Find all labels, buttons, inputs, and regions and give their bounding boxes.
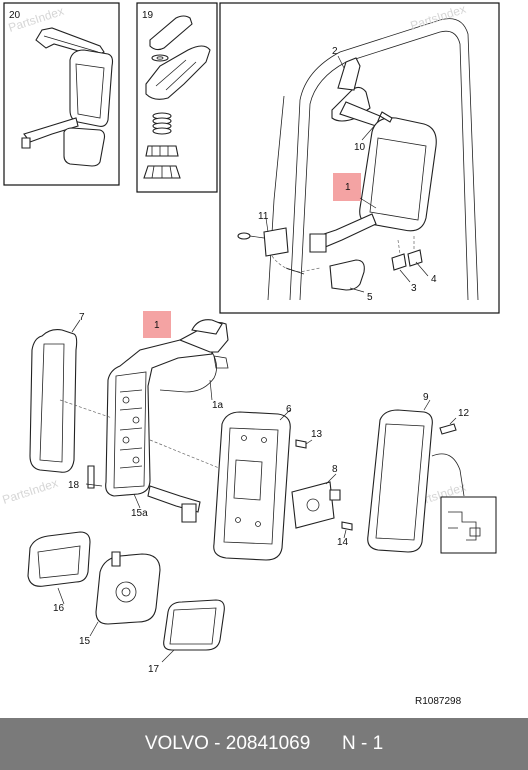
label-15: 15: [79, 636, 91, 647]
part-info-footer: VOLVO - 20841069 N - 1: [0, 718, 528, 770]
label-6: 6: [286, 404, 292, 415]
footer-part-number: 20841069: [225, 733, 311, 754]
footer-separator: -: [214, 733, 221, 754]
label-16: 16: [53, 603, 65, 614]
label-18: 18: [68, 480, 80, 491]
label-9: 9: [423, 392, 429, 403]
highlight-box-top: [333, 173, 361, 201]
label-17: 17: [148, 664, 160, 675]
label-20: 20: [9, 10, 21, 21]
label-15a: 15a: [131, 508, 148, 519]
label-1a: 1a: [212, 400, 224, 411]
inset-19: 19: [136, 2, 218, 193]
footer-brand: VOLVO: [144, 733, 209, 754]
footer-position: N - 1: [342, 733, 384, 754]
label-11: 11: [258, 211, 269, 222]
label-13: 13: [311, 429, 323, 440]
label-4: 4: [431, 274, 437, 285]
exploded-view: 7 1a 1 18 15a: [27, 311, 497, 675]
inset-cab: 1 2 10 11 4 3 5: [219, 2, 500, 314]
label-1-main: 1: [154, 320, 160, 331]
label-2: 2: [332, 46, 338, 57]
highlight-box-main: [143, 311, 171, 338]
watermark-3: PartsIndex: [1, 476, 60, 507]
spring: [152, 112, 172, 135]
label-3: 3: [411, 283, 417, 294]
label-19: 19: [142, 10, 154, 21]
parts-diagram: 20 19: [1, 2, 500, 707]
label-14: 14: [337, 537, 349, 548]
label-1-top: 1: [345, 182, 351, 193]
label-8: 8: [332, 464, 338, 475]
label-12: 12: [458, 408, 470, 419]
label-7: 7: [79, 312, 85, 323]
label-5: 5: [367, 292, 373, 303]
inset-20: 20: [3, 2, 120, 186]
label-10: 10: [354, 142, 366, 153]
drawing-reference: R1087298: [415, 696, 462, 707]
